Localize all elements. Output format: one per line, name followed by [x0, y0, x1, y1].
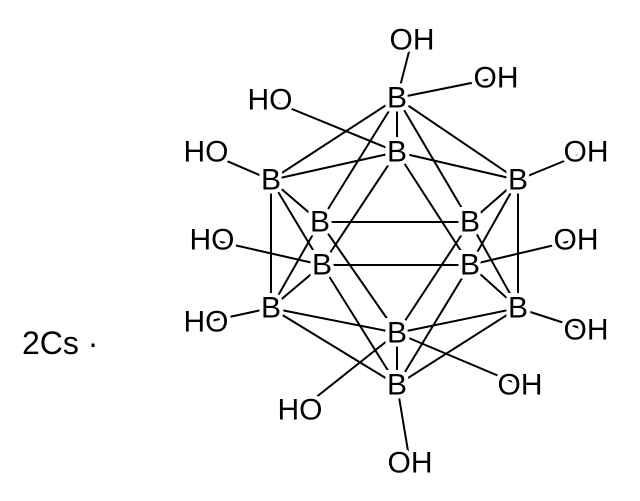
boron-atom: B — [508, 164, 528, 197]
b-b-bond — [270, 179, 321, 223]
b-b-bond — [270, 307, 398, 386]
hydroxyl-group: HO — [278, 394, 323, 427]
hydroxyl-group: OH — [564, 314, 609, 347]
b-o-bond — [517, 307, 587, 331]
b-b-bond — [270, 264, 323, 309]
hydroxyl-group: OH — [498, 369, 543, 402]
b-b-bond — [396, 307, 519, 386]
boron-atom: B — [312, 249, 332, 282]
b-b-bond — [469, 179, 519, 223]
hydroxyl-group: HO — [248, 84, 293, 117]
b-b-bond — [270, 151, 398, 181]
hydroxyl-group: HO — [190, 224, 235, 257]
b-b-bond — [396, 151, 471, 266]
b-b-bond — [270, 221, 321, 309]
b-b-bond — [396, 151, 519, 181]
b-b-bond — [469, 179, 519, 266]
b-o-bond — [211, 239, 323, 266]
hydroxyl-group: OH — [388, 447, 433, 480]
hydroxyl-group: HO — [184, 136, 229, 169]
b-o-bond — [396, 384, 411, 464]
boron-atom: B — [387, 82, 407, 115]
hydroxyl-group: OH — [474, 62, 519, 95]
b-b-bond — [270, 307, 398, 334]
b-o-bond — [205, 307, 272, 323]
boron-atom: B — [508, 292, 528, 325]
b-b-bond — [396, 307, 519, 334]
b-b-bond — [270, 179, 323, 266]
boron-atom: B — [387, 317, 407, 350]
b-o-bond — [396, 332, 521, 386]
b-o-bond — [299, 332, 398, 411]
hydroxyl-group: OH — [564, 136, 609, 169]
b-b-bond — [321, 151, 398, 266]
boron-atom: B — [460, 206, 480, 239]
b-b-bond — [270, 97, 398, 181]
boron-atom: B — [387, 369, 407, 402]
b-o-bond — [269, 99, 398, 153]
cesium-counterion-label: 2Cs · — [22, 325, 99, 361]
boron-atom: B — [310, 206, 330, 239]
b-o-bond — [469, 239, 577, 266]
b-b-bond — [396, 97, 519, 181]
b-b-bond — [469, 221, 519, 309]
b-b-bond — [396, 221, 471, 334]
hydroxyl-group: OH — [390, 24, 435, 57]
boron-atom: B — [261, 292, 281, 325]
b-o-bond — [396, 77, 497, 99]
hydroxyl-group: OH — [554, 224, 599, 257]
b-b-bond — [469, 264, 519, 309]
b-b-bond — [319, 221, 398, 334]
b-o-bond — [205, 151, 272, 181]
boron-atom: B — [261, 164, 281, 197]
b-o-bond — [396, 39, 413, 99]
b-o-bond — [517, 151, 587, 181]
boron-atom: B — [460, 249, 480, 282]
hydroxyl-group: HO — [184, 306, 229, 339]
boron-atom: B — [387, 136, 407, 169]
